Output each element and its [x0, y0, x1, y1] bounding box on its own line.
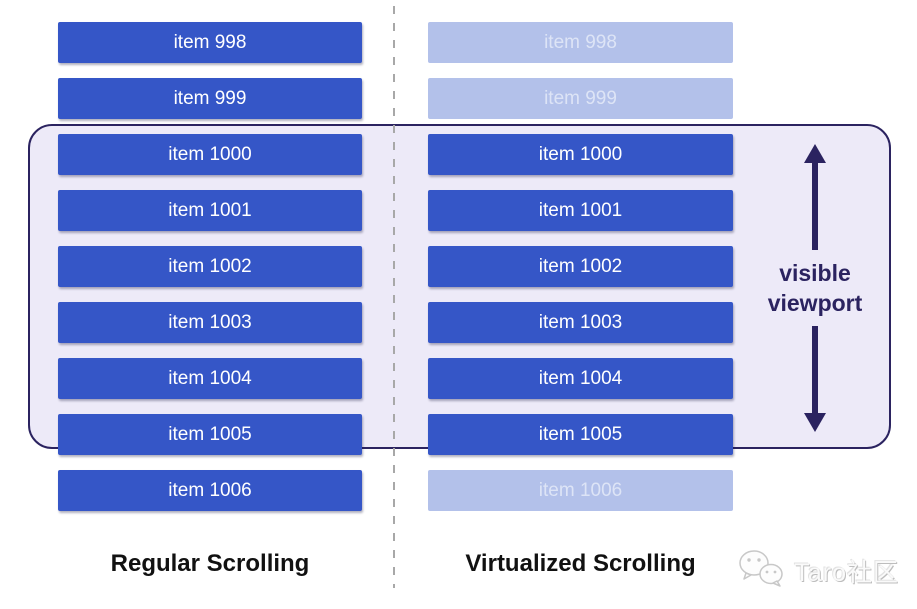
regular-item-bar: item 1004: [58, 358, 362, 399]
regular-item-bar: item 1003: [58, 302, 362, 343]
regular-item-bar: item 1005: [58, 414, 362, 455]
virtualized-item-bar: item 1004: [428, 358, 733, 399]
virtualized-item-bar: item 1002: [428, 246, 733, 287]
regular-item-bar: item 1006: [58, 470, 362, 511]
virtualized-scrolling-title: Virtualized Scrolling: [465, 550, 696, 577]
regular-item-bar: item 1002: [58, 246, 362, 287]
viewport-arrow-down-icon: [804, 326, 826, 432]
virtualized-item-bar: item 1001: [428, 190, 733, 231]
virtualized-item-bar: item 998: [428, 22, 733, 63]
virtualized-item-bar: item 999: [428, 78, 733, 119]
virtualized-item-bar: item 1006: [428, 470, 733, 511]
virtualized-item-bar: item 1005: [428, 414, 733, 455]
regular-item-bar: item 999: [58, 78, 362, 119]
watermark: Taro社区: [736, 548, 899, 593]
regular-scrolling-title: Regular Scrolling: [110, 550, 310, 577]
watermark-text: Taro社区: [794, 558, 899, 587]
regular-item-bar: item 1000: [58, 134, 362, 175]
regular-item-bar: item 1001: [58, 190, 362, 231]
wechat-bubbles-logo-icon: [736, 548, 786, 593]
visible-viewport-label: visible viewport: [767, 260, 863, 316]
regular-item-bar: item 998: [58, 22, 362, 63]
viewport-arrow-up-icon: [804, 144, 826, 250]
virtualized-item-bar: item 1000: [428, 134, 733, 175]
virtualized-item-bar: item 1003: [428, 302, 733, 343]
column-divider-dashed-line: [393, 6, 395, 588]
